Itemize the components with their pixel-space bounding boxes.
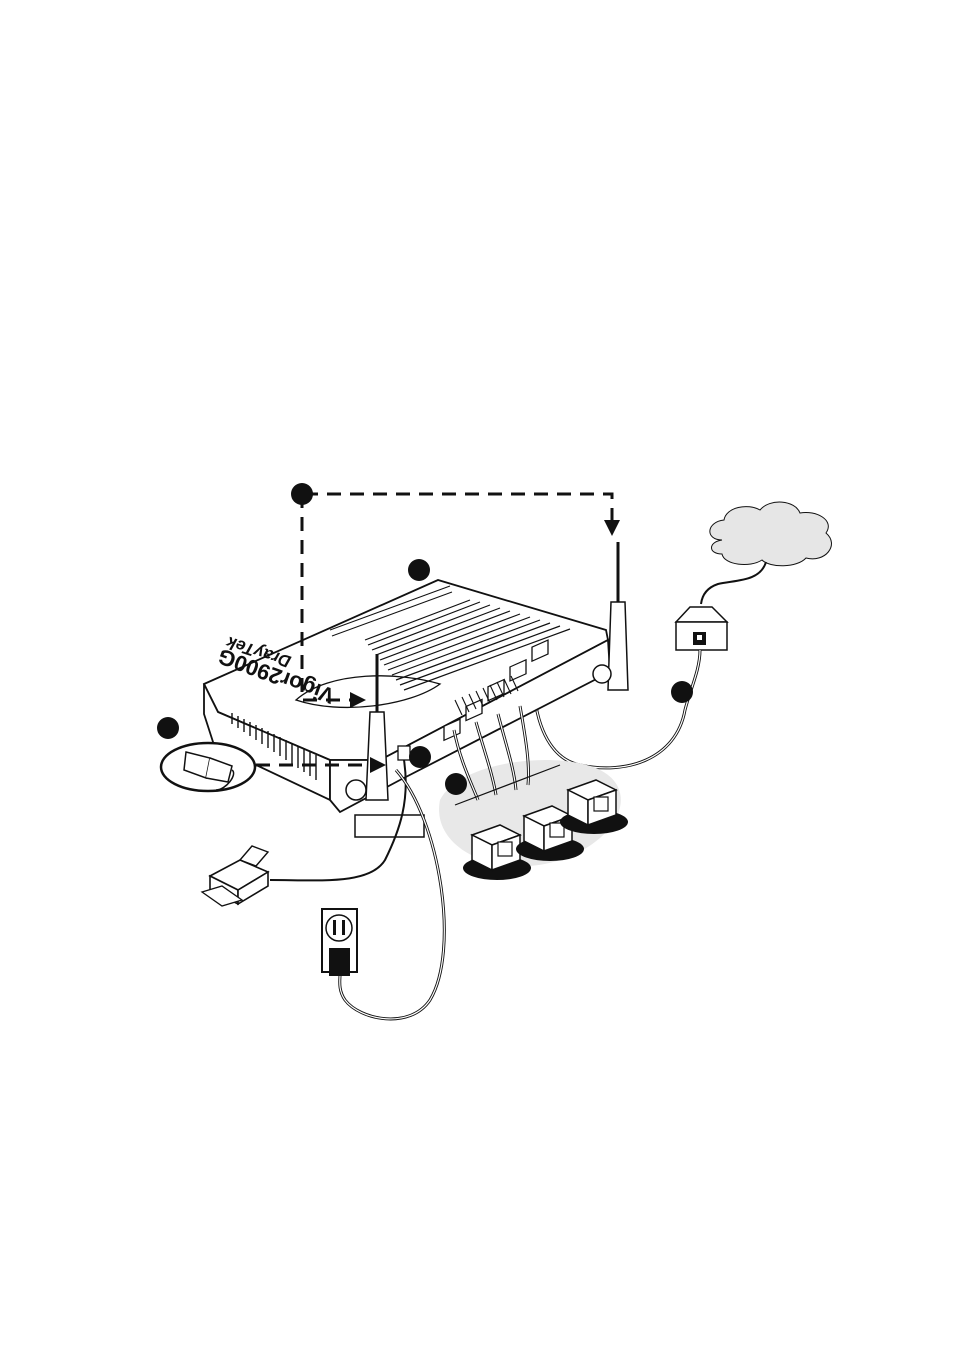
internet-cable <box>701 562 766 604</box>
port-label-box <box>355 815 424 837</box>
internet-cloud <box>710 502 832 566</box>
callout-lan-cables <box>445 773 467 795</box>
power-cable <box>340 770 445 1019</box>
callout-router-body <box>408 559 430 581</box>
callout-wan-modem <box>671 681 693 703</box>
callout-printer-port <box>409 746 431 768</box>
printer-icon <box>202 846 268 906</box>
power-plug-bubble <box>161 743 255 791</box>
arrow-head-right-antenna <box>604 520 620 536</box>
wall-outlet-icon <box>322 909 357 976</box>
callout-power-plug <box>157 717 179 739</box>
printer-port <box>398 746 410 760</box>
callout-wireless-link <box>291 483 313 505</box>
modem <box>676 607 727 650</box>
power-adapter-icon <box>329 948 350 976</box>
antenna-right <box>593 542 628 690</box>
